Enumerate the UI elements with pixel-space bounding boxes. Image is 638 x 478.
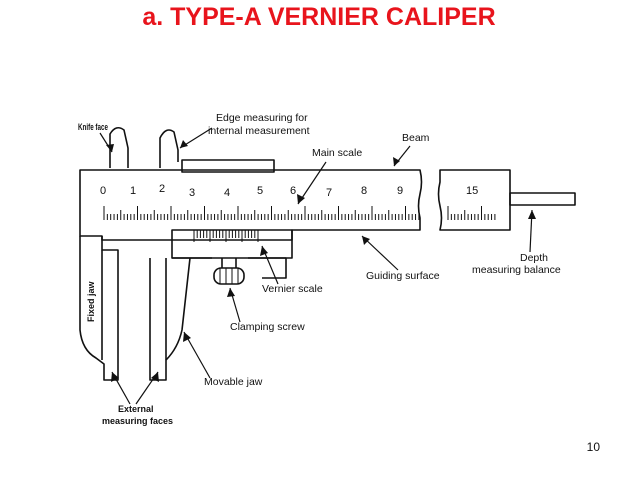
page-number: 10 (586, 440, 600, 454)
main-scale-number: 3 (189, 187, 195, 199)
external-faces-label-line1: External (118, 404, 154, 414)
main-scale-number: 7 (326, 187, 332, 199)
vernier-scale-label: Vernier scale (262, 283, 323, 295)
depth-label-line2: measuring balance (472, 264, 561, 276)
fixed-knife-jaw (109, 126, 129, 168)
clamping-screw-label: Clamping screw (230, 321, 305, 333)
main-scale-number: 4 (224, 187, 230, 199)
vernier-scale-ticks (193, 230, 259, 242)
slide-title: a. TYPE-A VERNIER CALIPER (142, 3, 496, 31)
movable-knife-jaw (159, 129, 179, 168)
movable-jaw (149, 257, 191, 381)
end-scale-ticks (447, 206, 496, 220)
arrow-movable-jaw (183, 331, 211, 379)
slider-top-bar (181, 159, 275, 173)
edge-measuring-label-line1: Edge measuring for (216, 112, 308, 124)
main-scale-ticks (103, 206, 420, 220)
beam-end-section (437, 169, 511, 231)
main-scale-number: 1 (130, 185, 136, 197)
clamping-screw-head (213, 267, 245, 285)
main-scale-number: 6 (290, 185, 296, 197)
main-scale-number: 2 (159, 183, 165, 195)
depth-label-line1: Depth (520, 252, 548, 264)
end-scale-number: 15 (466, 185, 478, 197)
depth-rod (509, 192, 576, 206)
external-faces-label-line2: measuring faces (102, 416, 173, 426)
main-scale-numbers: 0 1 2 3 4 5 6 7 8 9 15 (100, 183, 478, 199)
arrow-guiding-surface (361, 235, 399, 271)
fixed-jaw (79, 236, 119, 381)
beam-label: Beam (402, 132, 430, 144)
guiding-surface-label: Guiding surface (366, 270, 440, 282)
main-scale-number: 0 (100, 185, 106, 197)
main-scale-number: 9 (397, 185, 403, 197)
knife-face-label: Knife face (78, 122, 108, 132)
movable-jaw-label: Movable jaw (204, 376, 263, 388)
edge-measuring-label-line2: internal measurement (208, 125, 310, 137)
main-scale-number: 8 (361, 185, 367, 197)
fixed-jaw-label: Fixed jaw (86, 280, 96, 322)
main-scale-number: 5 (257, 185, 263, 197)
clamping-screw-stem (221, 258, 237, 268)
main-scale-label: Main scale (312, 147, 362, 159)
